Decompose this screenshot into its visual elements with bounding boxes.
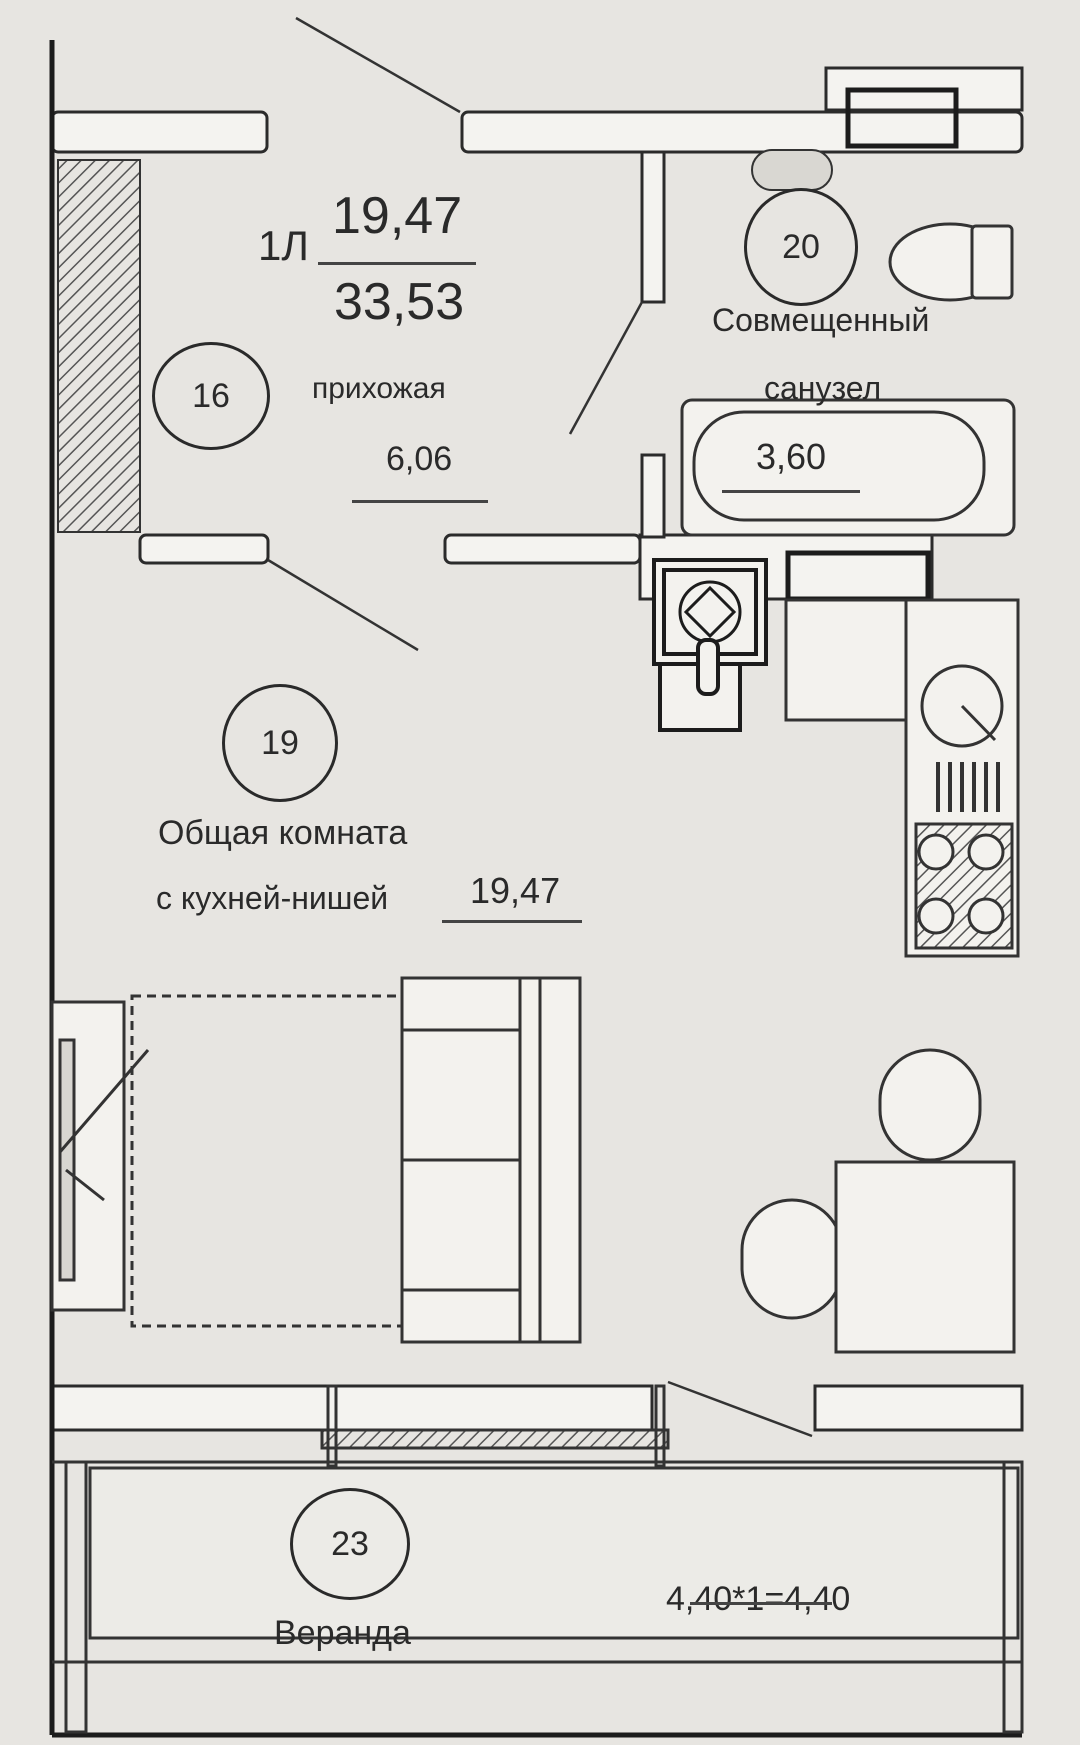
room-23-name: Веранда	[274, 1614, 411, 1652]
sink-top	[751, 149, 833, 191]
room-16-area-underline	[352, 500, 488, 503]
room-16-number: 16	[192, 376, 230, 415]
room-20-area: 3,60	[756, 436, 827, 477]
sofa	[400, 976, 582, 1344]
room-20-name-line2: санузел	[764, 370, 882, 406]
apartment-living-area: 19,47	[332, 187, 463, 245]
door-swings	[267, 16, 813, 1438]
sink-grill	[936, 762, 1000, 812]
room-19-area-underline	[442, 920, 582, 923]
kitchen-counter	[784, 598, 1020, 958]
room-16-number-badge: 16	[152, 342, 270, 450]
bathtub	[680, 398, 1016, 537]
room-19-area: 19,47	[470, 870, 561, 911]
room-19-name-line1: Общая комната	[158, 814, 408, 852]
room-20-name-line1: Совмещенный	[712, 302, 930, 338]
room-23-number-badge: 23	[290, 1488, 410, 1600]
room-16-area: 6,06	[386, 440, 453, 478]
room-20-number: 20	[782, 227, 820, 266]
apartment-type: 1Л	[258, 222, 309, 269]
bed	[50, 994, 406, 1328]
walls	[50, 66, 1024, 1432]
room-16-name: прихожая	[312, 372, 446, 405]
room-23-number: 23	[331, 1524, 369, 1563]
room-20-area-underline	[722, 490, 860, 493]
fraction-line	[318, 262, 476, 265]
toilet-fixture	[888, 222, 1014, 302]
room-19-number: 19	[261, 723, 299, 762]
room-23-area: 4,40*1=4,40	[666, 1580, 851, 1618]
room-20-number-badge: 20	[744, 188, 858, 306]
room-19-number-badge: 19	[222, 684, 338, 802]
room-19-name-line2: с кухней-нишей	[156, 880, 389, 916]
room-23-area-underline	[690, 1602, 832, 1605]
dining-set	[740, 1048, 1016, 1354]
apartment-total-area: 33,53	[334, 273, 465, 331]
riser	[652, 558, 768, 732]
veranda	[52, 1384, 1024, 1734]
wardrobe-hatch	[57, 159, 141, 533]
